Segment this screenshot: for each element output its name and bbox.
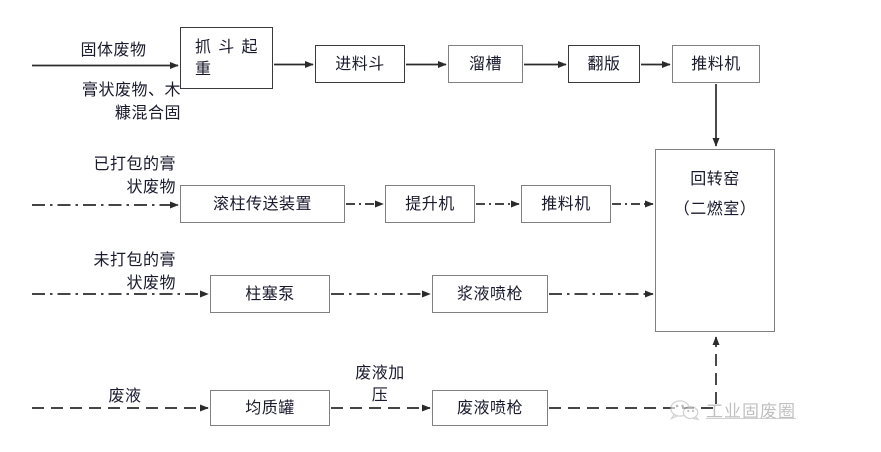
node-rotary-kiln[interactable]: 回转窑 （二燃室）	[655, 149, 775, 332]
label-solid-waste: 固体废物	[80, 40, 147, 59]
node-chute-label: 溜槽	[468, 54, 502, 74]
node-waste-liquid-lance-label: 废液喷枪	[456, 398, 523, 418]
label-packed-paste-waste: 已打包的膏 状废物	[93, 154, 176, 197]
node-feed-hopper-label: 进料斗	[335, 54, 385, 74]
node-pusher-top[interactable]: 推料机	[672, 45, 760, 83]
node-grab-crane[interactable]: 抓斗起 重	[180, 27, 273, 89]
watermark-text: 工业固废圈	[706, 401, 796, 422]
node-pusher-top-label: 推料机	[691, 54, 741, 74]
node-elevator[interactable]: 提升机	[385, 185, 475, 223]
node-rotary-kiln-label: 回转窑 （二燃室）	[673, 169, 757, 219]
node-slurry-lance[interactable]: 浆液喷枪	[432, 275, 548, 313]
node-pusher-mid[interactable]: 推料机	[521, 185, 611, 223]
node-flip-plate-label: 翻版	[587, 54, 621, 74]
node-pusher-mid-label: 推料机	[541, 194, 591, 214]
node-slurry-lance-label: 浆液喷枪	[456, 284, 523, 304]
node-feed-hopper[interactable]: 进料斗	[315, 45, 405, 83]
watermark: 工业固废圈	[668, 396, 796, 422]
label-unpacked-paste-waste: 未打包的膏 状废物	[93, 250, 176, 293]
node-roller-conveyor[interactable]: 滚柱传送装置	[180, 185, 345, 223]
node-plunger-pump[interactable]: 柱塞泵	[210, 275, 330, 313]
node-homogenizing-tank-label: 均质罐	[245, 398, 295, 418]
label-waste-liquid-pressurize: 废液加 压	[355, 363, 405, 405]
node-elevator-label: 提升机	[405, 194, 455, 214]
node-grab-crane-label: 抓斗起 重	[195, 37, 258, 78]
label-paste-wood-mix: 膏状废物、木 糠混合固	[81, 80, 181, 123]
arrow-wasteliquidlance-to-kiln	[549, 336, 720, 409]
label-waste-liquid: 废液	[108, 386, 142, 405]
node-flip-plate[interactable]: 翻版	[568, 45, 640, 83]
wechat-logo-icon	[669, 400, 700, 421]
node-waste-liquid-lance[interactable]: 废液喷枪	[432, 390, 548, 426]
node-roller-conveyor-label: 滚柱传送装置	[212, 194, 312, 214]
node-chute[interactable]: 溜槽	[448, 45, 523, 83]
node-homogenizing-tank[interactable]: 均质罐	[210, 390, 330, 426]
node-plunger-pump-label: 柱塞泵	[245, 284, 295, 304]
